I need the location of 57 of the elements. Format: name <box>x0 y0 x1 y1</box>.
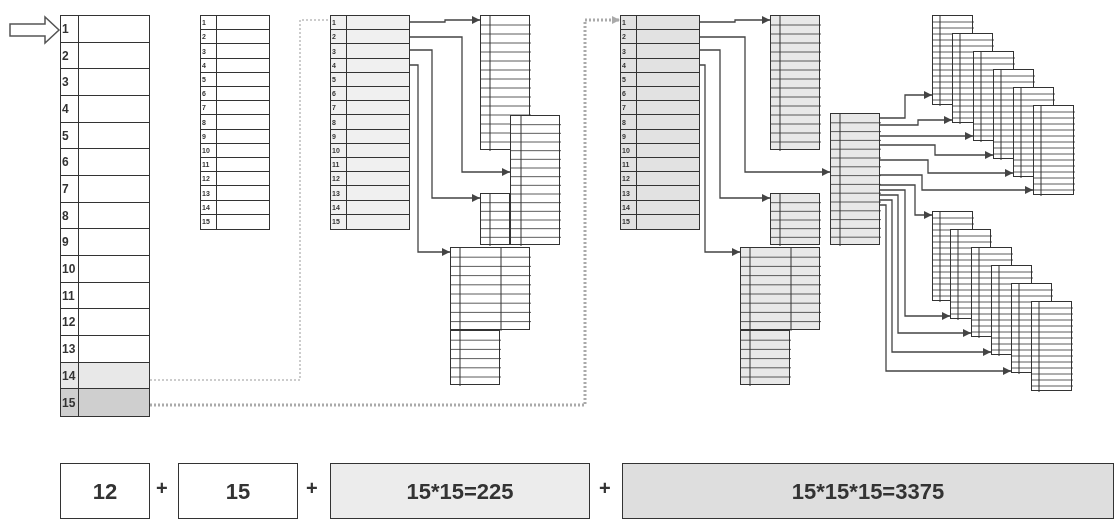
arrow <box>699 64 741 256</box>
plus-sign: + <box>156 478 168 498</box>
formula-box: 15*15=225 <box>330 463 590 519</box>
arrow <box>879 189 951 320</box>
table-drawing <box>770 193 820 245</box>
arrow <box>879 144 994 159</box>
plus-sign: + <box>599 478 611 498</box>
arrow <box>699 49 771 202</box>
data-table <box>330 15 410 230</box>
row-number: 7 <box>61 182 69 195</box>
formula-box: 12 <box>60 463 150 519</box>
row-number: 12 <box>61 316 76 329</box>
row-number: 14 <box>61 369 76 382</box>
row-number: 5 <box>61 129 69 142</box>
row-number: 6 <box>61 156 69 169</box>
arrow <box>879 116 953 126</box>
row-number: 11 <box>61 289 75 302</box>
row-number: 13 <box>61 342 76 355</box>
arrow <box>699 36 831 176</box>
table-drawing <box>740 247 820 385</box>
arrow <box>879 184 933 219</box>
row-number: 2 <box>61 49 69 62</box>
arrow <box>699 16 771 24</box>
arrow <box>409 49 481 202</box>
table-drawing <box>510 115 560 245</box>
arrow <box>879 199 992 356</box>
table-drawing <box>480 193 510 245</box>
formula-box: 15 <box>178 463 298 519</box>
row-number: 8 <box>61 209 69 222</box>
table-drawing <box>770 15 820 150</box>
arrow <box>879 159 1014 177</box>
row-number: 15 <box>61 396 76 409</box>
block-arrow <box>9 15 61 45</box>
arrow <box>879 174 1034 194</box>
row-number: 9 <box>61 236 69 249</box>
data-table <box>60 15 150 417</box>
dotted-connector <box>150 16 620 407</box>
plus-sign: + <box>306 478 318 498</box>
arrow <box>409 64 451 256</box>
table-drawing <box>830 113 880 245</box>
data-table <box>200 15 270 230</box>
arrow <box>879 132 974 140</box>
arrow <box>879 194 972 337</box>
formula-box: 15*15*15=3375 <box>622 463 1114 519</box>
table-drawing <box>450 247 530 385</box>
table-drawing <box>1033 105 1074 195</box>
data-table <box>620 15 700 230</box>
table-drawing <box>1031 301 1072 391</box>
arrow <box>409 16 481 24</box>
row-number: 4 <box>61 102 69 115</box>
row-number: 10 <box>61 262 76 275</box>
arrow <box>409 36 511 176</box>
row-number: 3 <box>61 76 69 89</box>
arrow <box>879 204 1012 375</box>
dotted-connector <box>149 19 331 381</box>
arrow <box>879 91 933 119</box>
row-number: 1 <box>61 22 69 35</box>
